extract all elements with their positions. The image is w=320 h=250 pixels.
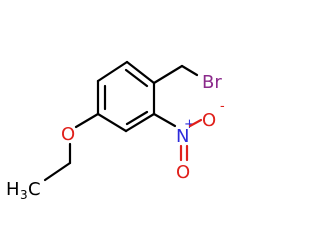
n-o-single-bond [188, 118, 203, 128]
ring-bond [96, 60, 129, 83]
bromine-label: Br [202, 72, 222, 93]
methyl-c: C [28, 179, 41, 200]
ring-double-bond [125, 110, 149, 126]
c-o-ether-bond [74, 112, 100, 129]
structure-diagram: Br N + O - O O H 3 C [6, 60, 225, 202]
c-br-bond [180, 64, 199, 77]
benzene-ring [96, 60, 156, 133]
ch2-ch3-bond [43, 161, 72, 182]
ring-double-bond [124, 68, 149, 88]
c-n-bond [152, 112, 177, 128]
oxygen-minus-label: O [202, 110, 216, 131]
ring-bond [125, 60, 156, 85]
oxygen-double-label: O [176, 162, 190, 183]
nitrogen-charge: + [184, 117, 195, 132]
nitrogen-label: N [176, 126, 189, 147]
oxygen-charge: - [220, 99, 225, 114]
methyl-h: H [6, 179, 20, 200]
ring-bond [124, 112, 156, 133]
ch2-bond [152, 64, 184, 85]
oxygen-ether-label: O [61, 124, 75, 145]
methyl-subscript: 3 [20, 188, 28, 202]
ring-bond [96, 112, 128, 133]
